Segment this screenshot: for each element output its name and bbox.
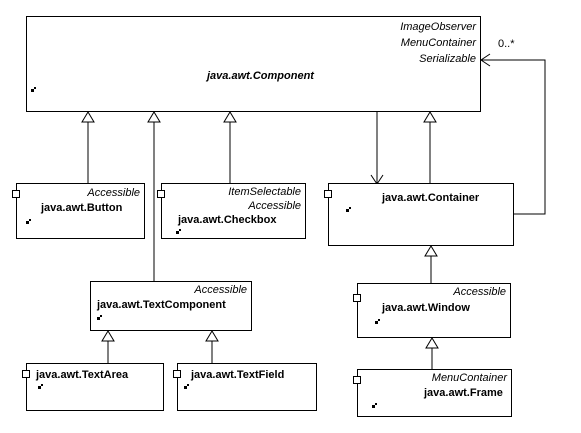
- package-icon: [184, 384, 190, 389]
- class-box-window[interactable]: Accessible java.awt.Window: [353, 283, 511, 338]
- class-box-text-area[interactable]: java.awt.TextArea: [22, 363, 164, 411]
- interface-label: MenuContainer: [431, 372, 507, 384]
- component-tab-icon: [353, 376, 361, 384]
- inheritance-arrowhead-checkbox: [223, 111, 237, 123]
- package-icon: [176, 229, 182, 234]
- class-name: java.awt.Window: [382, 302, 470, 314]
- component-tab-icon: [353, 294, 361, 302]
- inheritance-arrowhead-text-field: [205, 330, 219, 342]
- class-name: java.awt.Button: [41, 202, 123, 214]
- package-icon: [375, 319, 381, 324]
- inheritance-arrowhead-text-component: [147, 111, 161, 123]
- class-name: java.awt.Container: [382, 192, 480, 204]
- class-box-button[interactable]: Accessible java.awt.Button: [12, 183, 145, 239]
- interface-label: MenuContainer: [400, 37, 476, 49]
- inheritance-arrowhead-container: [423, 111, 437, 123]
- inheritance-arrowhead-text-area: [101, 330, 115, 342]
- component-tab-icon: [12, 190, 20, 198]
- class-box-checkbox[interactable]: ItemSelectable Accessible java.awt.Check…: [157, 183, 306, 239]
- interface-label: Accessible: [453, 286, 506, 298]
- package-icon: [346, 207, 352, 212]
- interface-label: Accessible: [248, 200, 301, 212]
- class-name: java.awt.Checkbox: [178, 214, 277, 226]
- package-icon: [97, 315, 103, 320]
- interface-label: Accessible: [87, 187, 140, 199]
- class-name: java.awt.Component: [207, 70, 314, 82]
- multiplicity-label: 0..*: [498, 38, 515, 50]
- inheritance-arrowhead-button: [81, 111, 95, 123]
- inheritance-arrowhead-window: [424, 245, 438, 257]
- class-box-text-component[interactable]: Accessible java.awt.TextComponent: [90, 281, 252, 331]
- package-icon: [31, 87, 37, 92]
- interface-label: ItemSelectable: [228, 186, 301, 198]
- component-tab-icon: [157, 190, 165, 198]
- package-icon: [26, 219, 32, 224]
- component-tab-icon: [173, 370, 181, 378]
- component-tab-icon: [22, 370, 30, 378]
- aggregation-line-container-component: [481, 59, 546, 215]
- interface-label: Accessible: [194, 284, 247, 296]
- class-box-text-field[interactable]: java.awt.TextField: [173, 363, 317, 411]
- class-name: java.awt.TextField: [191, 369, 285, 381]
- package-icon: [372, 403, 378, 408]
- class-name: java.awt.TextArea: [36, 369, 129, 381]
- class-name: java.awt.Frame: [424, 387, 503, 399]
- inheritance-arrowhead-frame: [425, 337, 439, 349]
- component-tab-icon: [324, 190, 332, 198]
- class-box-component[interactable]: ImageObserver MenuContainer Serializable…: [26, 16, 481, 112]
- package-icon: [38, 384, 44, 389]
- interface-label: ImageObserver: [400, 21, 476, 33]
- interface-label: Serializable: [419, 53, 476, 65]
- aggregation-arrowhead-component: [480, 53, 491, 67]
- class-name: java.awt.TextComponent: [97, 299, 226, 311]
- class-box-container[interactable]: java.awt.Container: [324, 183, 514, 246]
- class-box-frame[interactable]: MenuContainer java.awt.Frame: [353, 369, 512, 417]
